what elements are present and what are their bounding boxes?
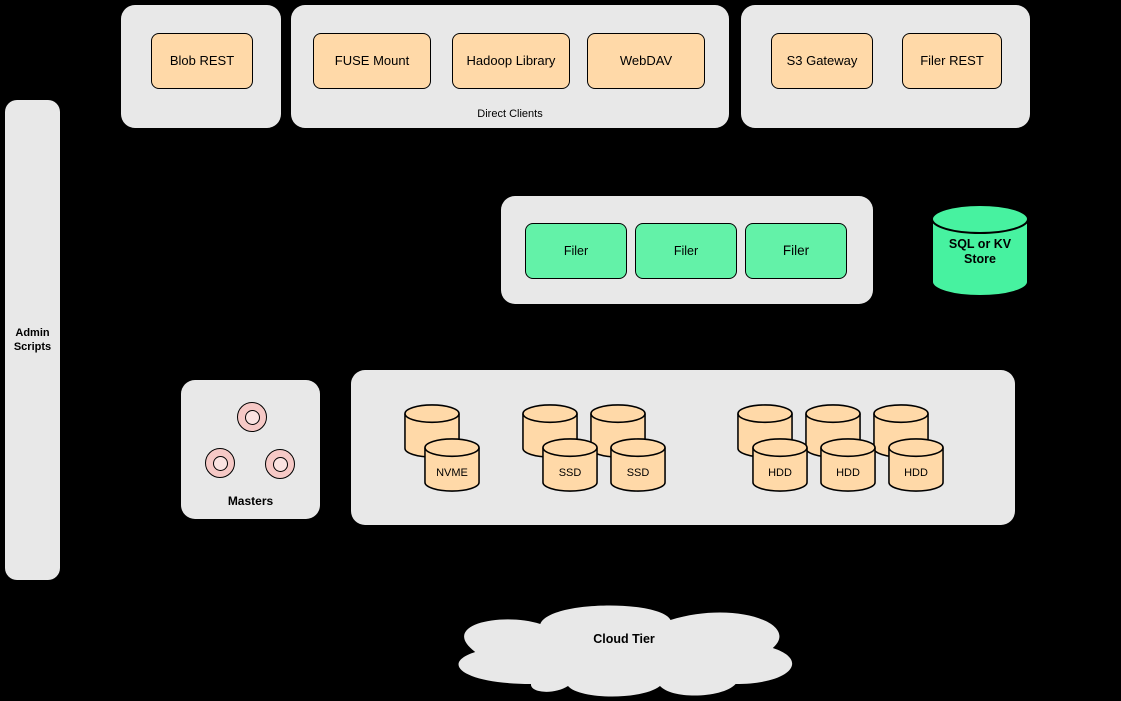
master-node-icon	[205, 448, 235, 478]
filer-node: Filer	[525, 223, 627, 279]
master-node-icon	[237, 402, 267, 432]
masters-caption: Masters	[227, 494, 274, 508]
hdd-label: HDD	[768, 467, 792, 479]
direct-clients-caption: Direct Clients	[477, 108, 543, 120]
filer-rest-node: Filer REST	[902, 33, 1002, 89]
cloud-shape-icon	[438, 605, 810, 701]
master-node-icon	[265, 449, 295, 479]
webdav-node: WebDAV	[587, 33, 705, 89]
direct-clients-group: FUSE Mount Hadoop Library WebDAV Direct …	[291, 5, 729, 128]
filer-group: Filer Filer Filer	[501, 196, 873, 304]
nvme-label: NVME	[436, 467, 468, 479]
kv-cylinder-icon	[930, 204, 1030, 302]
cloud-tier-node: Cloud Tier	[438, 588, 810, 700]
blob-rest-group: Blob REST	[121, 5, 281, 128]
admin-scripts-label: Admin Scripts	[13, 326, 52, 353]
filer-node: Filer	[745, 223, 847, 279]
kv-store-label: SQL or KV Store	[948, 237, 1012, 266]
cloud-tier-label: Cloud Tier	[593, 632, 655, 646]
ssd-label: SSD	[626, 467, 650, 479]
ssd-volume-cylinder: SSD	[541, 437, 599, 493]
hdd-volume-cylinder: HDD	[887, 437, 945, 493]
hdd-volume-cylinder: HDD	[819, 437, 877, 493]
hadoop-library-node: Hadoop Library	[452, 33, 570, 89]
s3-gateway-node: S3 Gateway	[771, 33, 873, 89]
hdd-volume-cylinder: HDD	[751, 437, 809, 493]
admin-scripts-panel: Admin Scripts	[5, 100, 60, 580]
gateway-group: S3 Gateway Filer REST	[741, 5, 1030, 128]
blob-rest-node: Blob REST	[151, 33, 253, 89]
filer-node: Filer	[635, 223, 737, 279]
volume-servers-group: NVME SSD SSD	[351, 370, 1015, 525]
masters-group: Masters	[181, 380, 320, 519]
ssd-volume-cylinder: SSD	[609, 437, 667, 493]
ssd-label: SSD	[558, 467, 582, 479]
fuse-mount-node: FUSE Mount	[313, 33, 431, 89]
hdd-label: HDD	[836, 467, 860, 479]
hdd-label: HDD	[904, 467, 928, 479]
kv-store-node: SQL or KV Store	[930, 203, 1030, 298]
nvme-volume-cylinder: NVME	[423, 437, 481, 493]
